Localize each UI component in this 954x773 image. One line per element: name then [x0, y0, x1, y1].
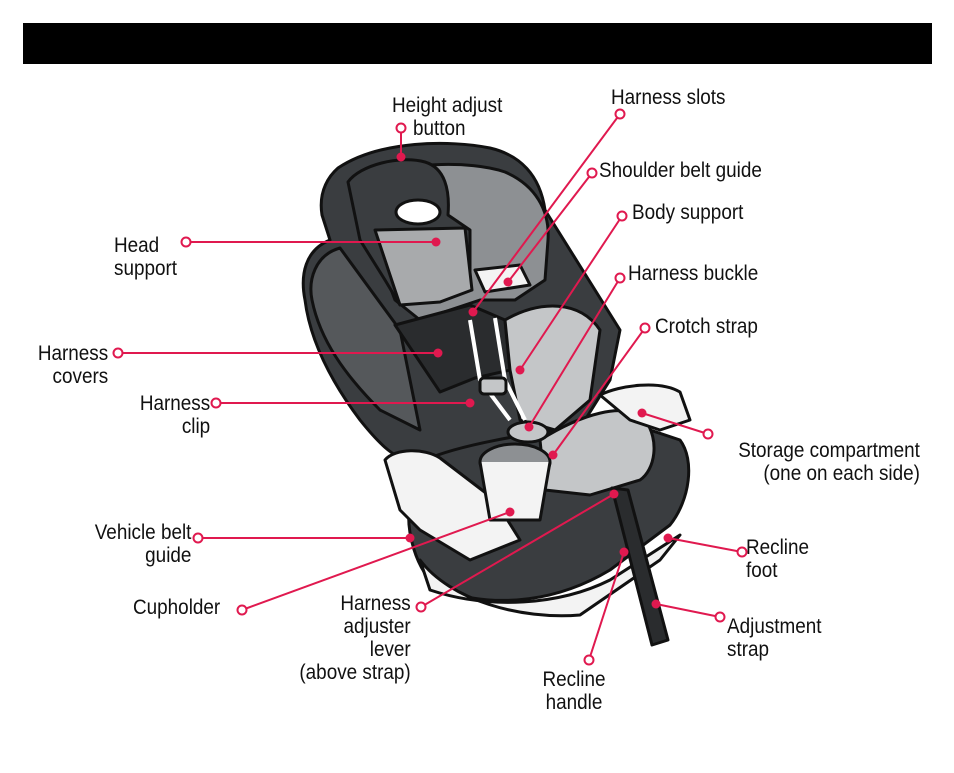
label-harness-slots: Harness slots — [611, 86, 726, 109]
label-harness-clip: Harness clip — [139, 392, 210, 438]
harness-buckle-shape — [506, 420, 550, 444]
seat-base — [418, 533, 682, 618]
leader-harness-slots — [472, 113, 621, 313]
head-support-pad — [373, 226, 474, 307]
leader-body-support — [519, 215, 623, 371]
leader-harness-adjuster — [420, 493, 615, 608]
leader-shoulder-belt-guide — [507, 172, 593, 283]
leader-harness-buckle — [528, 277, 621, 428]
label-adjustment-strap: Adjustment strap — [727, 615, 822, 661]
label-vehicle-belt-guide: Vehicle belt guide — [94, 521, 191, 567]
label-harness-buckle: Harness buckle — [628, 262, 759, 285]
left-armrest — [383, 449, 522, 562]
label-harness-adjuster-lever: Harness adjuster lever (above strap) — [299, 592, 411, 684]
target-dots — [396, 152, 673, 609]
head-support-logo — [394, 198, 442, 226]
leader-cupholder — [241, 511, 511, 611]
label-height-adjust-button: Height adjust button — [392, 94, 503, 140]
label-harness-covers: Harness covers — [37, 342, 108, 388]
header-bar — [23, 23, 932, 64]
label-recline-handle: Recline handle — [542, 668, 606, 714]
leader-adjustment-strap — [655, 603, 721, 618]
car-seat-illustration — [301, 141, 692, 647]
leader-lines — [118, 113, 743, 661]
label-shoulder-belt-guide: Shoulder belt guide — [599, 159, 762, 182]
label-cupholder: Cupholder — [133, 596, 221, 619]
label-head-support: Head support — [114, 234, 178, 280]
label-body-support: Body support — [632, 201, 744, 224]
right-armrest — [598, 383, 692, 432]
harness-clip-shape — [478, 376, 508, 396]
leader-storage — [641, 412, 709, 435]
label-recline-foot: Recline foot — [746, 536, 810, 582]
label-circles — [112, 108, 748, 666]
label-storage-compartment: Storage compartment (one on each side) — [738, 439, 920, 485]
leader-recline-foot — [667, 537, 743, 553]
label-crotch-strap: Crotch strap — [655, 315, 758, 338]
cupholder-body — [478, 461, 552, 522]
left-wing — [309, 246, 422, 432]
leader-crotch-strap — [552, 327, 646, 456]
leader-recline-handle — [588, 551, 625, 661]
